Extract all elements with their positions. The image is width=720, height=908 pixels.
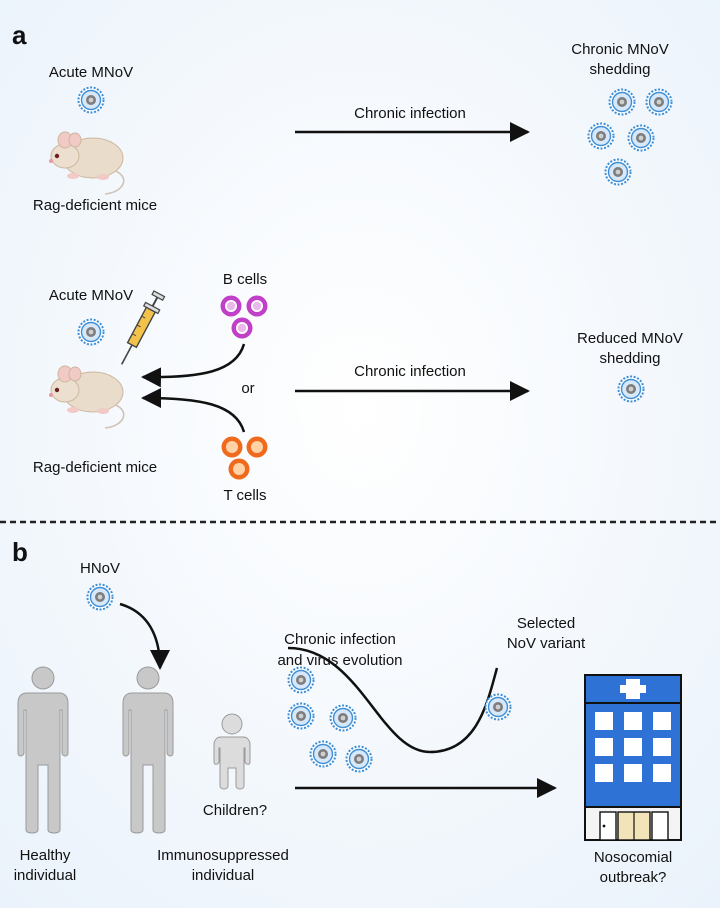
evolution-label-line1: Chronic infection bbox=[284, 631, 396, 648]
chronic-shedding-label-line1: Chronic MNoV bbox=[571, 41, 669, 58]
virus-icon bbox=[608, 88, 636, 116]
hospital-icon bbox=[584, 674, 682, 841]
t-cell-icon bbox=[221, 436, 243, 458]
virus-icon bbox=[617, 375, 645, 403]
healthy-person-icon bbox=[17, 666, 69, 834]
hnov-label: HNoV bbox=[79, 560, 120, 577]
mouse-icon bbox=[48, 131, 125, 195]
virus-icon bbox=[345, 745, 373, 773]
b-cell-icon bbox=[231, 317, 253, 339]
b-cells-label: B cells bbox=[222, 271, 268, 288]
immunosuppressed-person-icon bbox=[122, 666, 174, 834]
virus-evolution-curve bbox=[287, 646, 499, 754]
virus-icon bbox=[484, 693, 512, 721]
transmission-arrow bbox=[119, 602, 170, 670]
chronic-infection-label: Chronic infection bbox=[354, 105, 466, 122]
child-icon bbox=[213, 713, 251, 790]
virus-icon bbox=[627, 124, 655, 152]
mouse-icon bbox=[48, 365, 125, 429]
b-cell-icon bbox=[246, 295, 268, 317]
acute-mnov-label: Acute MNoV bbox=[48, 64, 134, 81]
evolution-label-line2: and virus evolution bbox=[277, 652, 403, 669]
panel-a-letter: a bbox=[12, 20, 27, 50]
virus-icon bbox=[587, 122, 615, 150]
b-cell-transfer-arrow bbox=[141, 343, 246, 388]
healthy-label-line1: Healthy bbox=[19, 847, 71, 864]
virus-icon bbox=[86, 583, 114, 611]
mouse-label: Rag-deficient mice bbox=[32, 197, 158, 214]
chronic-infection-label: Chronic infection bbox=[354, 363, 466, 380]
variant-label-line1: Selected bbox=[516, 615, 576, 632]
b-cell-icon bbox=[220, 295, 242, 317]
children-label: Children? bbox=[202, 802, 268, 819]
t-cells-label: T cells bbox=[223, 487, 267, 504]
reduced-shedding-label-line1: Reduced MNoV bbox=[577, 330, 683, 347]
virus-icon bbox=[604, 158, 632, 186]
healthy-label-line2: individual bbox=[13, 867, 77, 884]
syringe-icon bbox=[120, 290, 166, 365]
acute-mnov-label: Acute MNoV bbox=[48, 287, 134, 304]
panel-b-letter: b bbox=[12, 537, 28, 567]
outbreak-label-line1: Nosocomial bbox=[593, 849, 673, 866]
t-cell-transfer-arrow bbox=[141, 388, 246, 433]
virus-icon bbox=[309, 740, 337, 768]
or-label: or bbox=[241, 380, 255, 397]
t-cell-icon bbox=[246, 436, 268, 458]
reduced-shedding-label-line2: shedding bbox=[599, 350, 661, 367]
virus-icon bbox=[645, 88, 673, 116]
virus-icon bbox=[77, 318, 105, 346]
virus-icon bbox=[329, 704, 357, 732]
outbreak-label-line2: outbreak? bbox=[599, 869, 667, 886]
variant-label-line2: NoV variant bbox=[506, 635, 586, 652]
t-cell-icon bbox=[228, 458, 250, 480]
virus-icon bbox=[287, 702, 315, 730]
virus-icon bbox=[77, 86, 105, 114]
immunosuppressed-label-line1: Immunosuppressed bbox=[157, 847, 289, 864]
virus-icon bbox=[287, 666, 315, 694]
mouse-label: Rag-deficient mice bbox=[32, 459, 158, 476]
chronic-shedding-label-line2: shedding bbox=[589, 61, 651, 78]
immunosuppressed-label-line2: individual bbox=[191, 867, 255, 884]
